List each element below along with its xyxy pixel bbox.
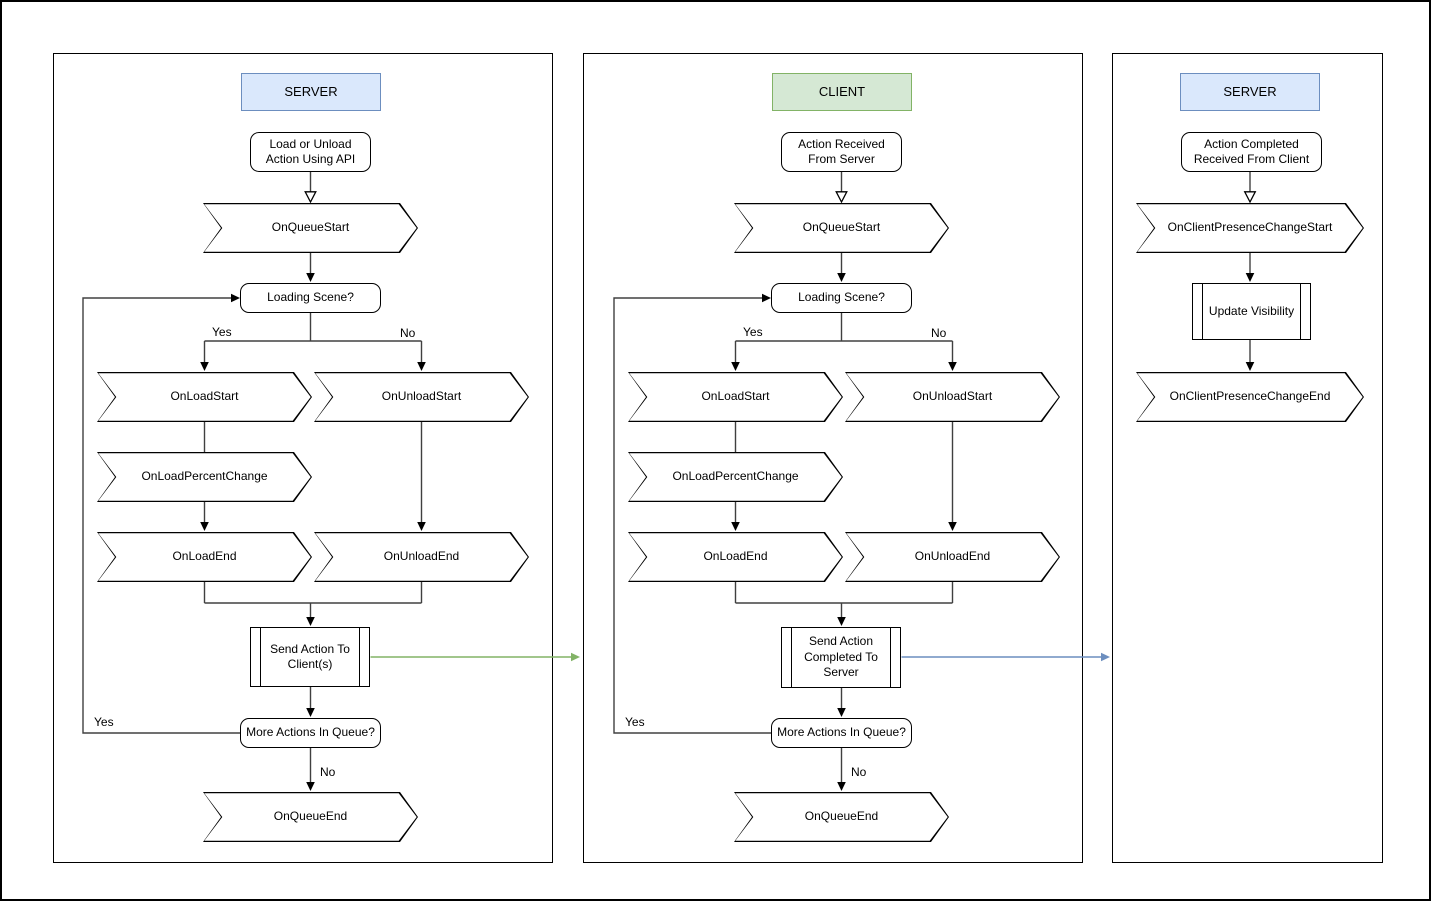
- open-arrowhead: [304, 191, 317, 204]
- node-on-queue-end-2: OnQueueEnd: [734, 792, 949, 842]
- edge-label-yes-2: Yes: [741, 325, 765, 340]
- edge-label-no-1: No: [398, 326, 418, 341]
- client-connectors: [613, 172, 954, 782]
- node-on-unload-start-1: OnUnloadStart: [314, 372, 529, 422]
- server-lane-1: [53, 53, 553, 863]
- node-on-load-percent-change-1: OnLoadPercentChange: [97, 452, 312, 502]
- server2-arrowheads: [1245, 273, 1255, 371]
- node-on-queue-start-2: OnQueueStart: [734, 203, 949, 253]
- node-on-load-end-2: OnLoadEnd: [628, 532, 843, 582]
- node-on-load-percent-change-2: OnLoadPercentChange: [628, 452, 843, 502]
- lane-header-server-2: SERVER: [1180, 73, 1320, 111]
- loop-yes-connector: [82, 297, 240, 734]
- client-to-server-arrow: [901, 652, 1110, 662]
- node-update-visibility: Update Visibility: [1192, 283, 1311, 340]
- lane-header-client: CLIENT: [772, 73, 912, 111]
- node-loading-scene-1: Loading Scene?: [240, 283, 381, 313]
- node-more-actions-1: More Actions In Queue?: [240, 718, 381, 748]
- client-arrowheads: [731, 273, 957, 791]
- node-on-unload-end-1: OnUnloadEnd: [314, 532, 529, 582]
- node-send-action-completed-to-server: Send Action Completed To Server: [781, 627, 901, 688]
- client-lane: [583, 53, 1083, 863]
- node-on-client-presence-change-end: OnClientPresenceChangeEnd: [1136, 372, 1364, 422]
- server-to-client-arrow: [370, 652, 580, 662]
- edge-label-exit-no-1: No: [318, 765, 338, 780]
- server-lane-2: [1112, 53, 1383, 863]
- node-on-unload-end-2: OnUnloadEnd: [845, 532, 1060, 582]
- edge-label-loop-yes-1: Yes: [92, 715, 116, 730]
- open-arrowhead: [1243, 191, 1257, 204]
- edge-label-loop-yes-2: Yes: [623, 715, 647, 730]
- node-on-load-start-1: OnLoadStart: [97, 372, 312, 422]
- server1-connectors: [82, 172, 423, 782]
- node-send-action-to-clients: Send Action To Client(s): [250, 627, 370, 687]
- node-load-or-unload-action: Load or Unload Action Using API: [250, 132, 371, 172]
- node-on-queue-end-1: OnQueueEnd: [203, 792, 418, 842]
- node-action-received-from-server: Action Received From Server: [781, 132, 902, 172]
- node-more-actions-2: More Actions In Queue?: [771, 718, 912, 748]
- node-on-load-end-1: OnLoadEnd: [97, 532, 312, 582]
- open-arrowhead: [835, 191, 848, 204]
- edge-label-yes-1: Yes: [210, 325, 234, 340]
- node-on-unload-start-2: OnUnloadStart: [845, 372, 1060, 422]
- server1-arrowheads: [200, 273, 426, 791]
- lane-header-server-1: SERVER: [241, 73, 381, 111]
- node-action-completed-received: Action Completed Received From Client: [1181, 132, 1322, 172]
- edge-label-no-2: No: [929, 326, 949, 341]
- loop-yes-connector: [613, 297, 771, 734]
- node-on-queue-start-1: OnQueueStart: [203, 203, 418, 253]
- node-on-load-start-2: OnLoadStart: [628, 372, 843, 422]
- edge-label-exit-no-2: No: [849, 765, 869, 780]
- node-on-client-presence-change-start: OnClientPresenceChangeStart: [1136, 203, 1364, 253]
- node-loading-scene-2: Loading Scene?: [771, 283, 912, 313]
